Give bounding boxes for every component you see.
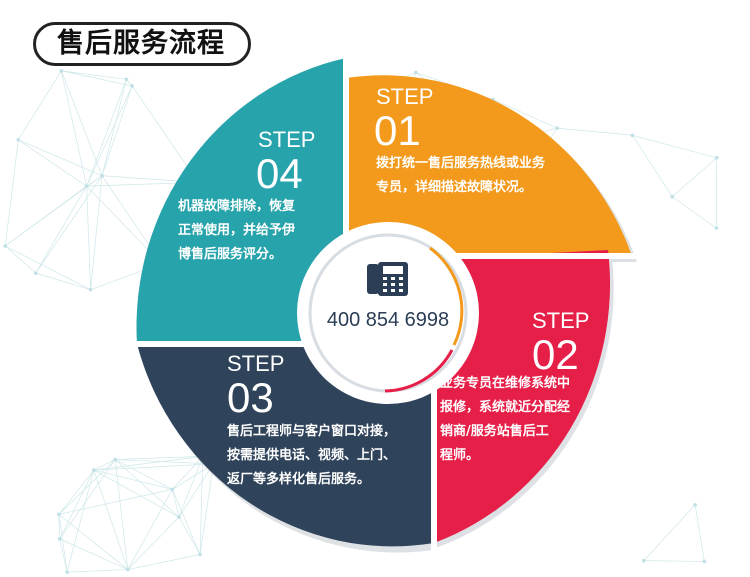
step-02-description: 业务专员在维修系统中 报修，系统就近分配经 销商/服务站售后工 程师。 (440, 372, 570, 468)
step-03-line-3: 返厂等多样化售后服务。 (227, 472, 371, 487)
step-01-segment (346, 75, 632, 256)
step-03-number: 03 (227, 374, 274, 421)
step-01-label: STEP (376, 84, 434, 109)
step-04-segment (136, 58, 346, 344)
step-02-line-1: 业务专员在维修系统中 (440, 376, 571, 391)
title-badge (33, 22, 251, 66)
step-02-line-2: 报修，系统就近分配经 (440, 400, 571, 415)
step-03-label: STEP (227, 351, 285, 376)
step-04-label: STEP (258, 127, 316, 152)
telephone-icon (367, 262, 408, 296)
step-02-label: STEP (532, 308, 590, 333)
step-01-line-1: 拨打统一售后服务热线或业务 (376, 156, 546, 171)
step-04-description: 机器故障排除，恢复 正常使用，并给予伊 博售后服务评分。 (178, 195, 295, 267)
step-04-line-1: 机器故障排除，恢复 (178, 199, 296, 214)
step-02-number: 02 (532, 331, 579, 378)
step-02-line-4: 程师。 (440, 448, 480, 463)
step-01-line-2: 专员，详细描述故障状况。 (376, 180, 533, 195)
page-title: 售后服务流程 (57, 28, 225, 59)
step-04-line-3: 博售后服务评分。 (178, 247, 283, 262)
step-02-line-3: 销商/服务站售后工 (440, 424, 549, 439)
hotline-number: 400 854 6998 (326, 309, 450, 331)
segment-separators (130, 50, 640, 556)
step-03-description: 售后工程师与客户窗口对接， 按需提供电话、视频、上门、 返厂等多样化售后服务。 (227, 420, 396, 492)
center-ring-red (384, 349, 454, 393)
step-04-number: 04 (256, 150, 303, 197)
step-01-description: 拨打统一售后服务热线或业务 专员，详细描述故障状况。 (376, 152, 545, 200)
step-03-line-2: 按需提供电话、视频、上门、 (227, 448, 397, 463)
center-ring-orange (429, 246, 464, 346)
step-04-line-2: 正常使用，并给予伊 (178, 223, 296, 238)
center-circle-outer (297, 222, 479, 404)
step-03-line-1: 售后工程师与客户窗口对接， (227, 424, 397, 439)
step-01-number: 01 (374, 107, 421, 154)
